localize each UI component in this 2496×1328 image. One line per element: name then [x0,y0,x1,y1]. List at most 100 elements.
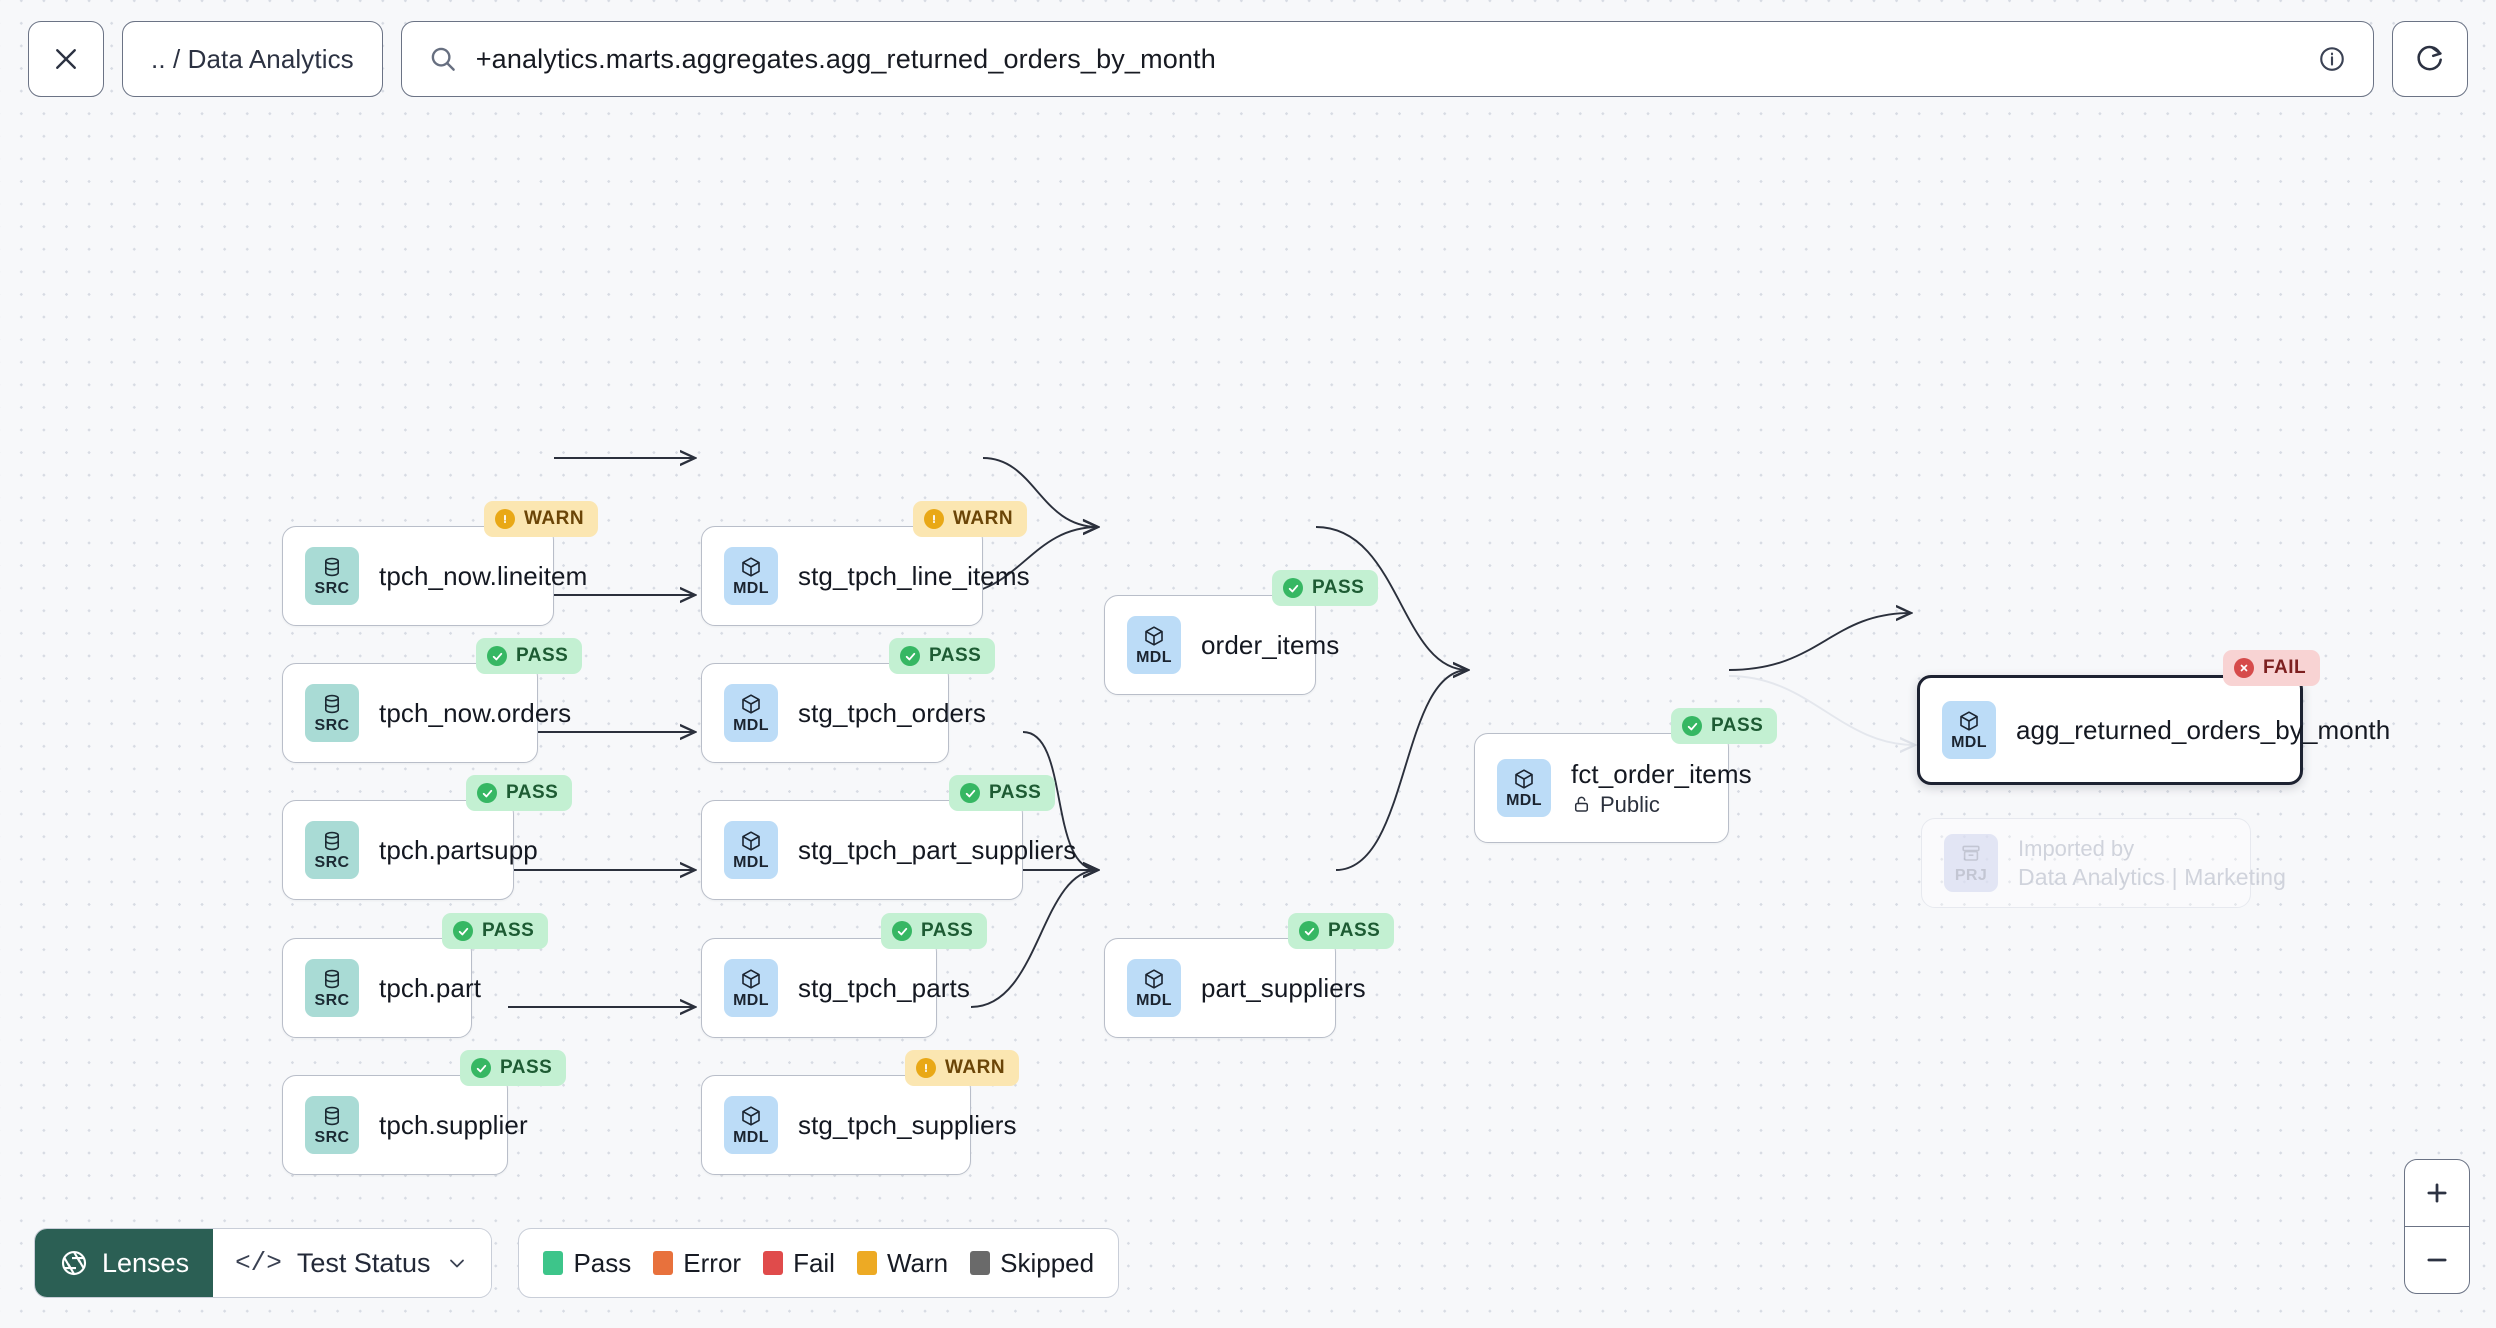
graph-node-tpch_part[interactable]: SRC tpch.part [282,938,481,1038]
lens-select[interactable]: </> Test Status [213,1229,492,1297]
status-legend: Pass Error Fail Warn Skipped [518,1228,1120,1298]
database-icon [325,557,339,576]
node-type-label: MDL [733,1128,769,1146]
node-type-chip-prj: PRJ [1944,834,1998,892]
node-title: agg_returned_orders_by_month [2016,714,2391,745]
status-dot [924,509,944,529]
status-badge-warn[interactable]: WARN [905,1050,1020,1086]
graph-node-tpch_partsupp[interactable]: SRC tpch.partsupp [282,800,538,900]
status-badge-label: FAIL [2263,657,2307,678]
node-body: tpch.part [379,973,481,1004]
status-dot [916,1058,936,1078]
graph-node-tpch_supplier[interactable]: SRC tpch.supplier [282,1075,528,1175]
close-button[interactable] [28,21,104,97]
zoom-out-button[interactable] [2405,1227,2469,1293]
node-body: part_suppliers [1201,972,1366,1004]
lineage-canvas[interactable]: SRC tpch_now.lineitem WARN SRC tpch_now.… [0,118,2496,1328]
graph-node-tpch_now_lineitem[interactable]: SRC tpch_now.lineitem [282,526,588,626]
info-icon[interactable] [2317,44,2347,74]
node-title: part_suppliers [1201,972,1366,1003]
status-badge-warn[interactable]: WARN [913,501,1028,537]
status-badge-pass[interactable]: PASS [949,775,1056,811]
refresh-button[interactable] [2392,21,2468,97]
status-badge-label: PASS [921,920,974,941]
cube-icon [742,693,760,714]
node-type-chip-src: SRC [305,1096,359,1154]
status-badge-pass[interactable]: PASS [442,913,549,949]
check-icon [1687,722,1697,730]
graph-node-stg_tpch_parts[interactable]: MDL stg_tpch_parts [701,938,970,1038]
node-type-label: MDL [1506,791,1542,809]
status-badge-pass[interactable]: PASS [1288,913,1395,949]
node-type-chip-mdl: MDL [724,1096,778,1154]
graph-node-fct_order_items[interactable]: MDL fct_order_items Public [1474,733,1752,843]
node-title: stg_tpch_suppliers [798,1109,1017,1140]
graph-node-tpch_now_orders[interactable]: SRC tpch_now.orders [282,663,572,763]
graph-node-imported_by_project[interactable]: PRJ Imported by Data Analytics | Marketi… [1921,818,2286,908]
status-badge-fail[interactable]: FAIL [2223,650,2321,686]
status-badge-label: WARN [953,508,1014,529]
legend-swatch [763,1251,784,1275]
status-badge-label: PASS [1328,920,1381,941]
graph-node-stg_tpch_orders[interactable]: MDL stg_tpch_orders [701,663,986,763]
graph-node-stg_tpch_line_items[interactable]: MDL stg_tpch_line_items [701,526,1030,626]
node-title: tpch_now.orders [379,697,572,728]
legend-item-pass[interactable]: Pass [543,1248,631,1279]
check-icon [897,927,907,935]
legend-item-warn[interactable]: Warn [856,1248,948,1279]
node-title: tpch_now.lineitem [379,560,588,591]
node-type-chip-src: SRC [305,684,359,742]
graph-node-order_items[interactable]: MDL order_items [1104,595,1340,695]
node-type-chip-mdl: MDL [724,547,778,605]
node-body: stg_tpch_orders [798,698,986,729]
node-body: agg_returned_orders_by_month [2016,714,2391,746]
node-body: stg_tpch_suppliers [798,1109,1017,1141]
node-type-label: MDL [1136,648,1172,666]
legend-label: Pass [573,1247,632,1278]
legend-swatch [543,1251,564,1275]
breadcrumb[interactable]: .. / Data Analytics [122,21,383,97]
node-title: stg_tpch_line_items [798,560,1030,591]
node-type-label: SRC [314,853,350,871]
node-body: fct_order_items Public [1571,758,1752,818]
status-badge-label: PASS [1711,715,1764,736]
graph-node-stg_tpch_suppliers[interactable]: MDL stg_tpch_suppliers [701,1075,1017,1175]
node-title: order_items [1201,629,1340,660]
node-type-chip-mdl: MDL [724,821,778,879]
search-bar[interactable]: +analytics.marts.aggregates.agg_returned… [400,21,2374,97]
status-badge-pass[interactable]: PASS [889,638,996,674]
status-badge-pass[interactable]: PASS [460,1050,567,1086]
lenses-button[interactable]: Lenses [35,1229,214,1297]
graph-node-agg_returned_orders_by_month[interactable]: MDL agg_returned_orders_by_month [1917,675,2391,785]
status-badge-pass[interactable]: PASS [881,913,988,949]
status-badge-pass[interactable]: PASS [1272,570,1379,606]
zoom-in-button[interactable] [2405,1160,2469,1226]
node-type-chip-mdl: MDL [1127,616,1181,674]
status-dot [2234,658,2254,678]
node-type-chip-src: SRC [305,959,359,1017]
legend-label: Skipped [1000,1247,1095,1278]
status-badge-label: PASS [989,782,1042,803]
node-title: fct_order_items [1571,758,1752,789]
legend-item-error[interactable]: Error [653,1248,741,1279]
status-badge-warn[interactable]: WARN [484,501,599,537]
search-input[interactable]: +analytics.marts.aggregates.agg_returned… [475,43,1216,74]
legend-item-fail[interactable]: Fail [763,1248,835,1279]
legend-swatch [653,1251,674,1275]
status-badge-label: PASS [500,1057,553,1078]
status-badge-pass[interactable]: PASS [1671,708,1778,744]
node-body: tpch.supplier [379,1110,528,1141]
status-badge-pass[interactable]: PASS [466,775,573,811]
node-title: stg_tpch_parts [798,972,970,1003]
cube-icon [1145,968,1163,989]
node-type-label: MDL [733,579,769,597]
cube-icon [742,968,760,989]
status-badge-pass[interactable]: PASS [476,638,583,674]
graph-node-stg_tpch_part_suppliers[interactable]: MDL stg_tpch_part_suppliers [701,800,1076,900]
status-dot [892,921,912,941]
cube-icon [742,830,760,851]
graph-node-part_suppliers[interactable]: MDL part_suppliers [1104,938,1366,1038]
legend-item-skipped[interactable]: Skipped [970,1248,1094,1279]
database-icon [325,1106,339,1125]
node-title: tpch.partsupp [379,834,538,865]
